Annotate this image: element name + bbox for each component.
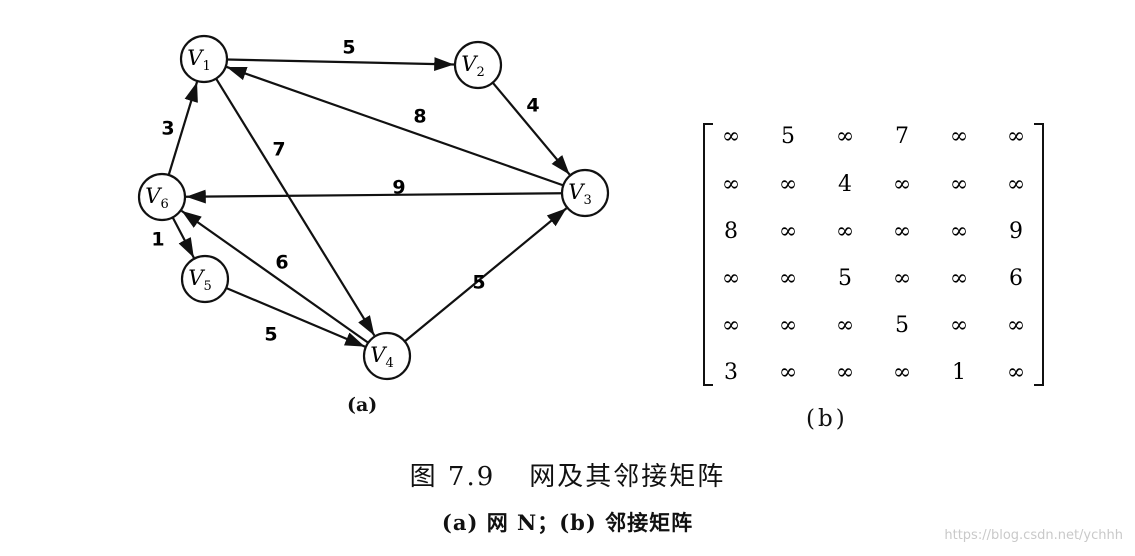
edge-weight-v3-v1: 8 bbox=[413, 106, 426, 128]
matrix-cell-r6-c6: ∞ bbox=[1007, 360, 1025, 385]
matrix-cell-r3-c6: 9 bbox=[1009, 219, 1023, 244]
matrix-cell-r1-c1: ∞ bbox=[722, 124, 740, 149]
edge-weight-v6-v5: 1 bbox=[151, 229, 164, 251]
edge-v1-v2 bbox=[226, 57, 455, 71]
matrix-cell-r1-c6: ∞ bbox=[1007, 124, 1025, 149]
edge-v6-v5 bbox=[171, 216, 195, 259]
edge-weight-v6-v1: 3 bbox=[161, 118, 174, 140]
matrix-cell-r1-c4: 7 bbox=[895, 124, 909, 149]
node-v3: V3 bbox=[560, 168, 610, 218]
caption-a: (a) bbox=[347, 394, 378, 416]
matrix-cell-r3-c2: ∞ bbox=[779, 219, 797, 244]
matrix-cell-r4-c2: ∞ bbox=[779, 266, 797, 291]
matrix-cell-r6-c3: ∞ bbox=[836, 360, 854, 385]
node-v5: V5 bbox=[180, 254, 230, 304]
matrix-cell-r5-c6: ∞ bbox=[1007, 313, 1025, 338]
edges-layer: 5 4 8 7 9 3 1 6 5 5 bbox=[151, 37, 571, 348]
figure-title: 图 7.9 网及其邻接矩阵 bbox=[0, 456, 1135, 493]
edge-v2-v3 bbox=[491, 81, 571, 176]
edge-v4-v3 bbox=[404, 207, 568, 343]
edge-weight-v1-v4: 7 bbox=[272, 139, 285, 161]
matrix-cell-r4-c6: 6 bbox=[1009, 266, 1023, 291]
node-circle bbox=[180, 254, 230, 304]
figure-number: 图 7.9 bbox=[409, 462, 496, 492]
edge-v1-v4 bbox=[215, 78, 376, 337]
matrix-cell-r5-c4: 5 bbox=[895, 313, 909, 338]
node-v1: V1 bbox=[179, 34, 229, 84]
caption-b: (b) bbox=[806, 406, 848, 432]
matrix-cell-r2-c4: ∞ bbox=[893, 172, 911, 197]
node-circle bbox=[137, 172, 187, 222]
matrix-cell-r3-c1: 8 bbox=[724, 219, 738, 244]
edge-v3-v1 bbox=[226, 65, 564, 187]
node-circle bbox=[453, 40, 503, 90]
edge-v3-v6 bbox=[185, 189, 563, 204]
edge-weight-v1-v2: 5 bbox=[342, 37, 355, 59]
node-v4: V4 bbox=[362, 331, 412, 381]
matrix-cell-r6-c5: 1 bbox=[952, 360, 966, 385]
edge-weight-v4-v6: 6 bbox=[275, 252, 288, 274]
edge-v6-v1 bbox=[167, 81, 199, 176]
matrix-cell-r4-c4: ∞ bbox=[893, 266, 911, 291]
figure-subcaption: (a) 网 N；(b) 邻接矩阵 bbox=[441, 510, 694, 535]
node-circle bbox=[560, 168, 610, 218]
matrix-cell-r1-c3: ∞ bbox=[836, 124, 854, 149]
edge-weight-v2-v3: 4 bbox=[526, 95, 539, 117]
edge-weight-v3-v6: 9 bbox=[392, 177, 405, 199]
matrix-cell-r6-c1: 3 bbox=[724, 360, 738, 385]
matrix-cell-r1-c5: ∞ bbox=[950, 124, 968, 149]
matrix-cell-r4-c3: 5 bbox=[838, 266, 852, 291]
matrix-cell-r5-c3: ∞ bbox=[836, 313, 854, 338]
matrix-cell-r6-c2: ∞ bbox=[779, 360, 797, 385]
node-v2: V2 bbox=[453, 40, 503, 90]
matrix-cell-r2-c3: 4 bbox=[838, 172, 852, 197]
matrix-cell-r6-c4: ∞ bbox=[893, 360, 911, 385]
figure-title-text: 网及其邻接矩阵 bbox=[529, 462, 726, 492]
matrix-cell-r4-c5: ∞ bbox=[950, 266, 968, 291]
matrix-cell-r1-c2: 5 bbox=[781, 124, 795, 149]
matrix-cell-r3-c4: ∞ bbox=[893, 219, 911, 244]
node-circle bbox=[179, 34, 229, 84]
matrix-cell-r5-c2: ∞ bbox=[779, 313, 797, 338]
matrix-cell-r3-c5: ∞ bbox=[950, 219, 968, 244]
matrix-cell-r5-c5: ∞ bbox=[950, 313, 968, 338]
adjacency-matrix: ∞ 5 ∞ 7 ∞ ∞ ∞ ∞ 4 ∞ ∞ ∞ 8 ∞ ∞ ∞ ∞ 9 ∞ ∞ 5 ∞ ∞ 6 ∞ ∞ ∞ 5 ∞ ∞ 3 ∞ ∞ ∞ 1 ∞ bbox=[703, 123, 1044, 386]
matrix-left-bracket bbox=[703, 123, 713, 386]
edge-v5-v4 bbox=[225, 286, 366, 348]
matrix-cell-r2-c2: ∞ bbox=[779, 172, 797, 197]
matrix-right-bracket bbox=[1034, 123, 1044, 386]
matrix-cell-r3-c3: ∞ bbox=[836, 219, 854, 244]
matrix-cell-r4-c1: ∞ bbox=[722, 266, 740, 291]
matrix-cell-r5-c1: ∞ bbox=[722, 313, 740, 338]
node-v6: V6 bbox=[137, 172, 187, 222]
edge-weight-v4-v3: 5 bbox=[472, 272, 485, 294]
edge-weight-v5-v4: 5 bbox=[264, 324, 277, 346]
matrix-cell-r2-c6: ∞ bbox=[1007, 172, 1025, 197]
matrix-cell-r2-c1: ∞ bbox=[722, 172, 740, 197]
edge-v4-v6 bbox=[180, 209, 369, 344]
matrix-cell-r2-c5: ∞ bbox=[950, 172, 968, 197]
watermark: https://blog.csdn.net/ychhh bbox=[944, 528, 1123, 543]
node-circle bbox=[362, 331, 412, 381]
